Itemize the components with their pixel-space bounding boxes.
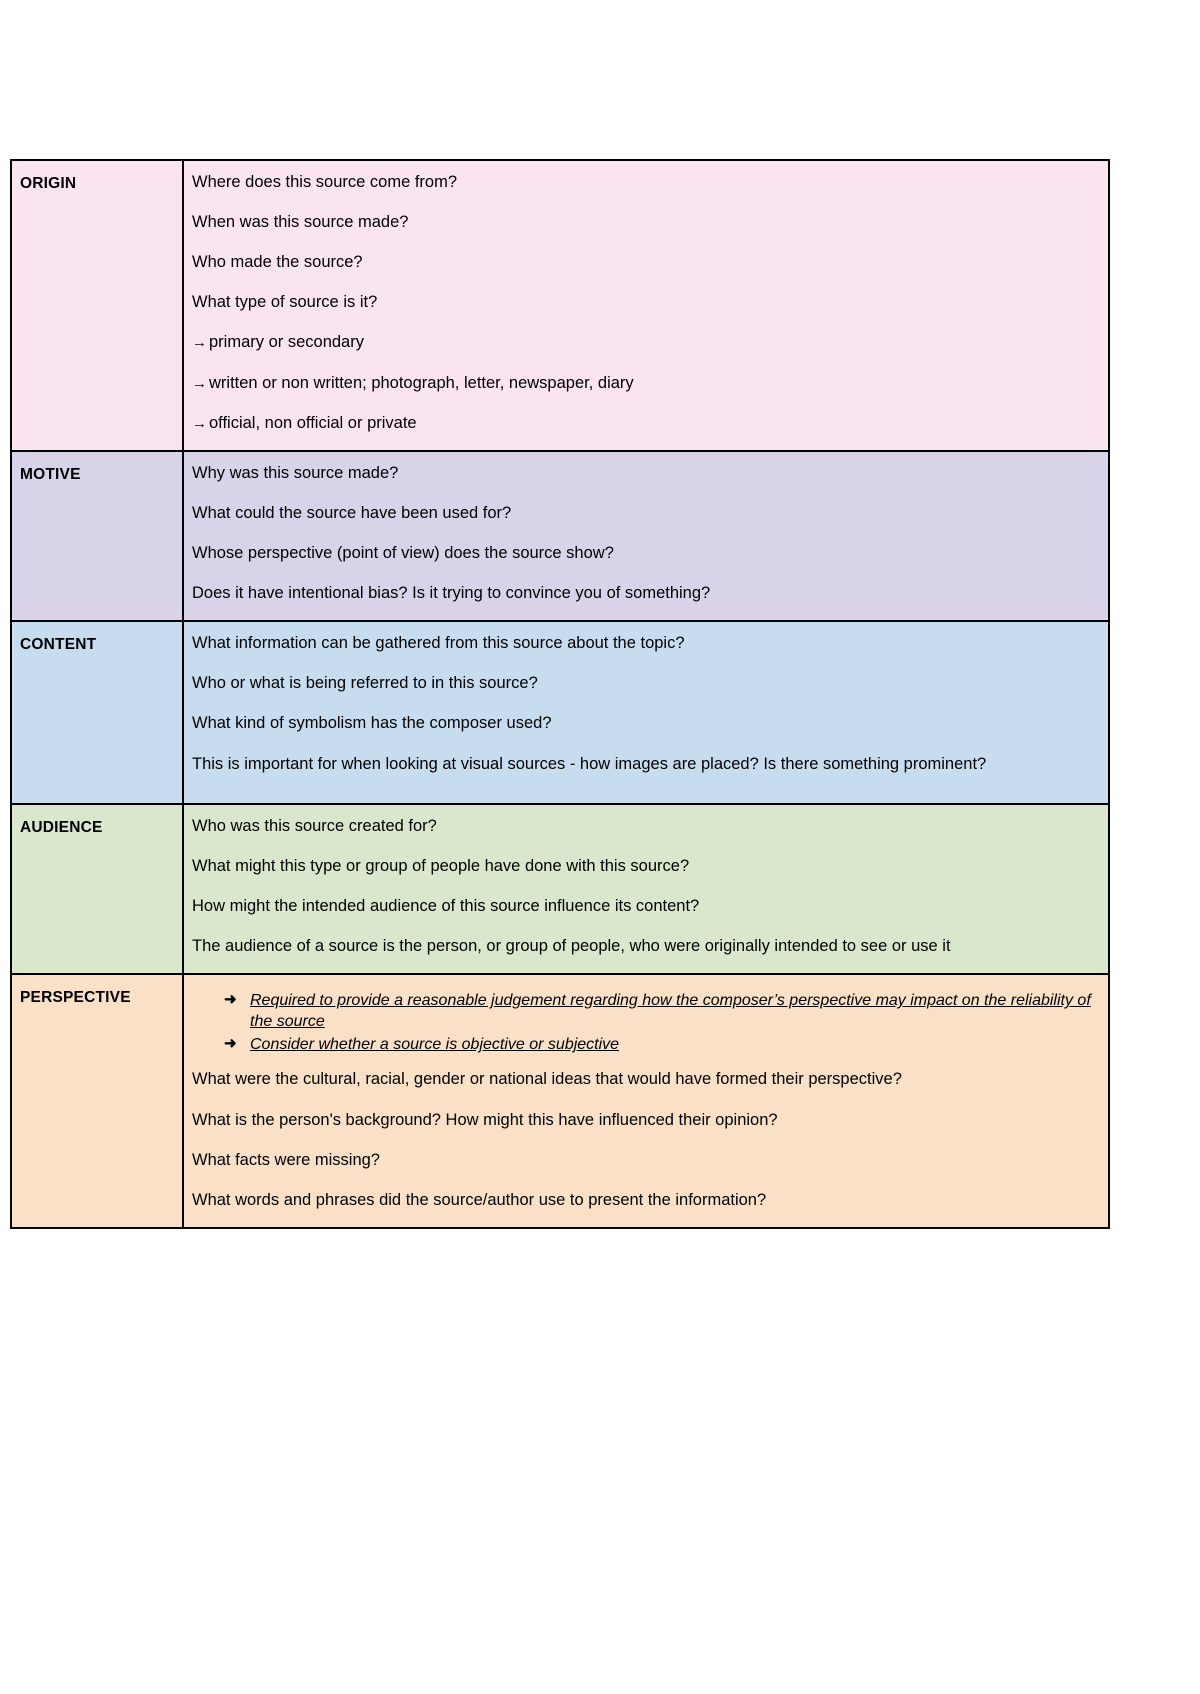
row-label-content: CONTENT: [10, 620, 184, 805]
perspective-bullet-text-1: Required to provide a reasonable judgeme…: [250, 992, 1091, 1031]
origin-arrow-item-1: →primary or secondary: [192, 332, 1098, 353]
table-row-audience: AUDIENCE Who was this source created for…: [10, 802, 1110, 976]
audience-question-1: Who was this source created for?: [192, 816, 437, 835]
audience-question-2: What might this type or group of people …: [192, 856, 690, 875]
arrow-bullet-icon: ➜: [224, 1035, 237, 1053]
arrow-right-icon: →: [192, 374, 207, 392]
origin-arrow-item-2: →written or non written; photograph, let…: [192, 373, 1098, 394]
row-body-audience: Who was this source created for? What mi…: [182, 802, 1110, 976]
content-question-1: What information can be gathered from th…: [192, 634, 685, 653]
perspective-question-2: What is the person's background? How mig…: [192, 1110, 778, 1129]
origin-question-4: What type of source is it?: [192, 293, 378, 312]
origin-question-1: Where does this source come from?: [192, 173, 458, 191]
row-body-content: What information can be gathered from th…: [182, 620, 1110, 805]
origin-question-3: Who made the source?: [192, 253, 363, 272]
perspective-bullet-text-2: Consider whether a source is objective o…: [250, 1036, 620, 1054]
audience-question-3: How might the intended audience of this …: [192, 896, 700, 915]
motive-question-4: Does it have intentional bias? Is it try…: [192, 584, 711, 603]
perspective-question-1: What were the cultural, racial, gender o…: [192, 1070, 902, 1089]
row-label-perspective: PERSPECTIVE: [10, 973, 184, 1229]
table-row-origin: ORIGIN Where does this source come from?…: [10, 159, 1110, 452]
content-question-2: Who or what is being referred to in this…: [192, 674, 538, 693]
motive-question-1: Why was this source made?: [192, 463, 399, 482]
perspective-bullet-1: ➜ Required to provide a reasonable judgem…: [192, 990, 1098, 1032]
row-body-perspective: ➜ Required to provide a reasonable judgem…: [182, 973, 1110, 1229]
row-label-motive: MOTIVE: [10, 449, 184, 623]
row-body-origin: Where does this source come from? When w…: [182, 159, 1110, 452]
audience-statement: The audience of a source is the person, …: [192, 936, 951, 955]
content-question-3: What kind of symbolism has the composer …: [192, 714, 552, 733]
origin-arrow-text-1: primary or secondary: [209, 333, 364, 352]
origin-arrow-item-3: →official, non official or private: [192, 413, 1098, 434]
motive-question-3: Whose perspective (point of view) does t…: [192, 543, 614, 562]
content-question-4: This is important for when looking at vi…: [192, 754, 987, 773]
row-label-audience: AUDIENCE: [10, 802, 184, 976]
perspective-question-3: What facts were missing?: [192, 1150, 380, 1169]
arrow-bullet-icon: ➜: [224, 991, 237, 1009]
table-row-perspective: PERSPECTIVE ➜ Required to provide a reaso…: [10, 973, 1110, 1229]
table-row-motive: MOTIVE Why was this source made? What co…: [10, 449, 1110, 623]
origin-arrow-text-2: written or non written; photograph, lett…: [209, 373, 634, 392]
source-analysis-table: ORIGIN Where does this source come from?…: [10, 159, 1110, 1229]
perspective-question-4: What words and phrases did the source/au…: [192, 1190, 767, 1209]
arrow-right-icon: →: [192, 414, 207, 432]
origin-arrow-text-3: official, non official or private: [209, 413, 417, 432]
row-label-origin: ORIGIN: [10, 159, 184, 452]
table-row-content: CONTENT What information can be gathered…: [10, 620, 1110, 805]
perspective-bullet-list: ➜ Required to provide a reasonable judgem…: [192, 990, 1098, 1055]
row-body-motive: Why was this source made? What could the…: [182, 449, 1110, 623]
motive-question-2: What could the source have been used for…: [192, 503, 512, 522]
arrow-right-icon: →: [192, 334, 207, 352]
origin-question-2: When was this source made?: [192, 213, 409, 232]
perspective-bullet-2: ➜ Consider whether a source is objective …: [192, 1034, 1098, 1055]
